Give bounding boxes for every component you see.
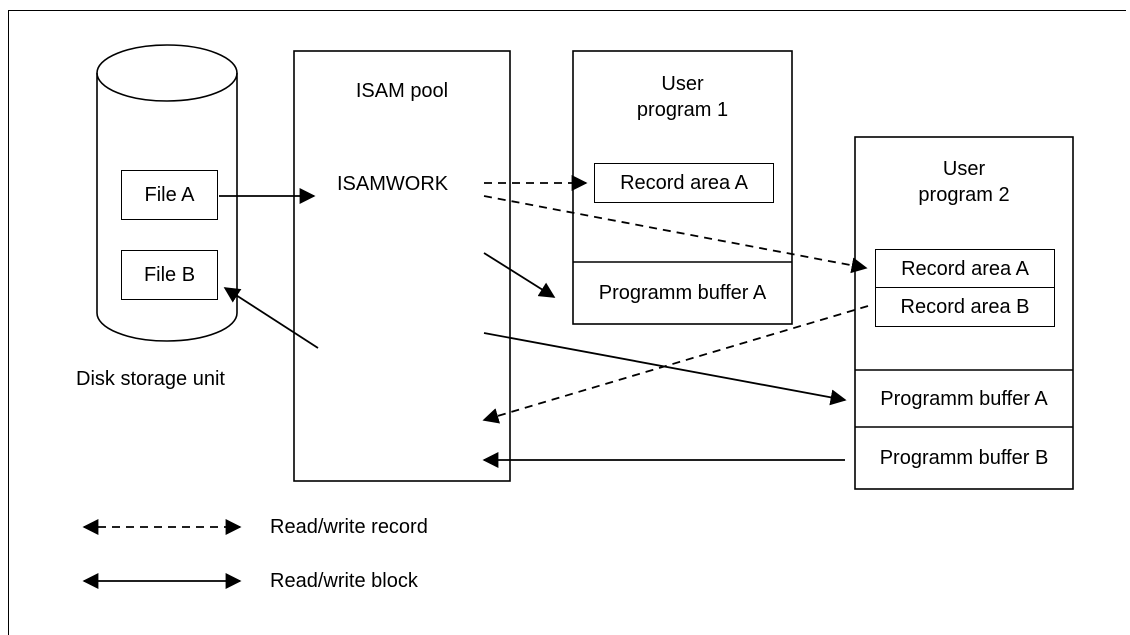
- isam-pool-title: ISAM pool: [355, 80, 449, 102]
- arrow-record-b-to-pool: [482, 305, 869, 424]
- program-1-record-area-a: Record area A: [594, 163, 774, 203]
- legend-record-label: Read/write record: [270, 516, 428, 538]
- program-2-buffer-b: Programm buffer B: [855, 428, 1073, 489]
- program-2-record-area-a: Record area A: [875, 249, 1055, 289]
- program-2-buffer-a: Programm buffer A: [855, 371, 1073, 427]
- program-1-buffer-a: Programm buffer A: [573, 263, 792, 324]
- user-program-2-title-line1: User: [942, 158, 986, 180]
- arrow-pool-to-buffer-a-1: [483, 252, 556, 298]
- diagram-frame: [8, 10, 1126, 635]
- program-1-buffer-a-label: Programm buffer A: [598, 282, 767, 304]
- isam-pool-box: [293, 50, 511, 482]
- program-2-record-area-b: Record area B: [875, 287, 1055, 327]
- arrow-isamwork-to-record-a-2: [483, 195, 868, 274]
- file-b-label: File B: [143, 263, 196, 286]
- user-program-2-box: [854, 136, 1074, 490]
- isamwork-label: ISAMWORK: [337, 173, 449, 195]
- program-2-buffer-a-label: Programm buffer A: [880, 387, 1048, 410]
- file-a-label: File A: [144, 183, 195, 206]
- program-1-record-area-a-label: Record area A: [620, 171, 748, 194]
- arrow-pool-to-file-b: [223, 287, 319, 349]
- user-program-1-title-line2: program 1: [636, 99, 729, 121]
- user-program-1-title-line1: User: [661, 73, 704, 95]
- disk-storage-cylinder: [96, 44, 238, 342]
- legend-block-label: Read/write block: [270, 570, 418, 592]
- file-b-box: File B: [121, 250, 218, 300]
- program-2-record-area-b-label: Record area B: [900, 295, 1030, 318]
- disk-storage-label: Disk storage unit: [76, 368, 225, 390]
- program-2-buffer-b-label: Programm buffer B: [879, 447, 1049, 469]
- file-a-box: File A: [121, 170, 218, 220]
- user-program-2-title-line2: program 2: [918, 184, 1010, 206]
- program-2-record-area-a-label: Record area A: [901, 257, 1029, 280]
